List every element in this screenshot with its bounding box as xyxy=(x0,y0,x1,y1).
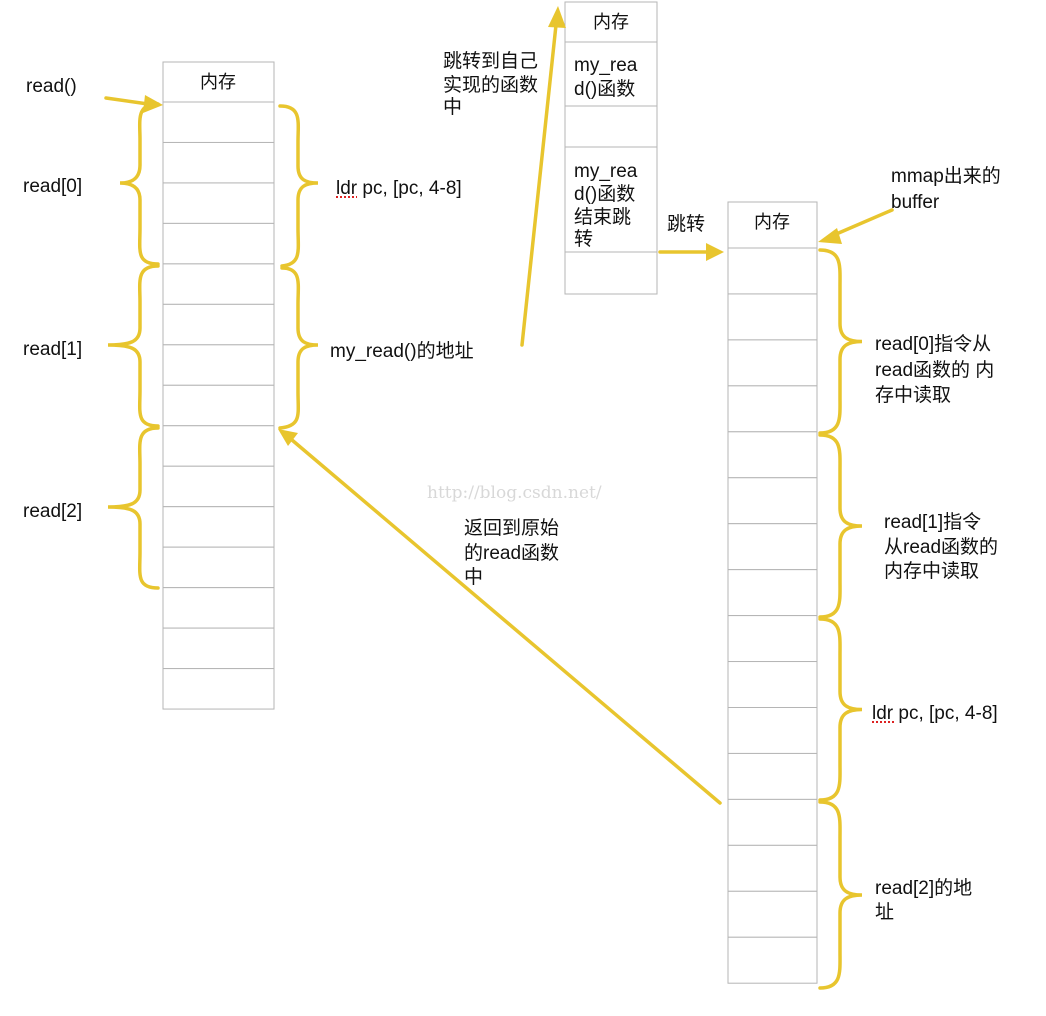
brace-label: read函数的 内 xyxy=(875,359,994,381)
arrow xyxy=(520,23,558,347)
my-read-address-label: my_read()的地址 xyxy=(330,340,474,362)
brace-icon xyxy=(818,800,863,990)
memory-cell xyxy=(564,41,658,107)
left-memory-header-label: 内存 xyxy=(200,72,236,92)
return-label: 的read函数 xyxy=(464,542,559,564)
ldr-instruction-label: ldr pc, [pc, 4-8] xyxy=(336,178,462,199)
memory-cell xyxy=(564,251,658,295)
memory-cell xyxy=(564,146,658,253)
brace-icon xyxy=(278,104,319,268)
memory-cell xyxy=(162,303,275,346)
jump-label: 跳转到自己 xyxy=(443,50,538,72)
cell-text: 转 xyxy=(574,228,593,250)
cell-text: my_rea xyxy=(574,161,638,182)
memory-cell xyxy=(162,344,275,386)
cell-text: d()函数 xyxy=(574,183,635,205)
memory-cell xyxy=(162,384,275,427)
arrowhead-icon xyxy=(706,243,724,261)
memory-cell xyxy=(727,385,818,433)
arrowhead-icon xyxy=(548,6,566,28)
arrowhead-icon xyxy=(278,429,298,446)
memory-cell xyxy=(727,247,818,295)
return-label: 中 xyxy=(464,566,483,588)
brace-icon xyxy=(818,617,863,802)
return-label: 返回到原始 xyxy=(464,517,559,539)
right-memory-column: 内存 xyxy=(727,201,818,984)
middle-memory-column: 内存 my_rea d()函数 my_rea d()函数 结束跳 转 xyxy=(564,1,658,295)
memory-cell xyxy=(162,263,275,305)
memory-cell xyxy=(727,569,818,617)
memory-cell xyxy=(727,890,818,938)
middle-memory-header xyxy=(564,1,658,43)
brace-icon xyxy=(818,433,863,619)
memory-cell xyxy=(727,615,818,663)
memory-cell xyxy=(162,222,275,265)
right-memory-header-label: 内存 xyxy=(754,212,790,232)
memory-cell xyxy=(727,523,818,571)
memory-cell xyxy=(727,661,818,708)
memory-cell xyxy=(162,101,275,143)
left-memory-column: 内存 xyxy=(162,61,275,710)
memory-cell xyxy=(727,798,818,846)
cell-text: d()函数 xyxy=(574,78,635,100)
cell-text: 结束跳 xyxy=(574,206,631,228)
brace-icon xyxy=(278,266,319,430)
read1-label: read[1] xyxy=(23,339,82,360)
cell-text: my_rea xyxy=(574,55,638,76)
memory-cell xyxy=(727,844,818,892)
memory-cell xyxy=(727,477,818,525)
brace-icon xyxy=(107,426,160,590)
read2-label: read[2] xyxy=(23,501,82,522)
brace-label: 址 xyxy=(875,901,894,923)
watermark: http://blog.csdn.net/ xyxy=(427,483,602,503)
jump-to-buffer-label: 跳转 xyxy=(667,213,705,235)
memory-cell xyxy=(727,431,818,479)
memory-cell xyxy=(727,707,818,754)
arrow xyxy=(832,208,894,237)
mmap-label: buffer xyxy=(891,192,940,213)
brace-label: 内存中读取 xyxy=(884,560,979,582)
memory-cell xyxy=(162,627,275,670)
jump-label: 实现的函数 xyxy=(443,74,538,96)
brace-icon xyxy=(107,264,160,428)
memory-cell xyxy=(162,546,275,589)
brace-label: 从read函数的 xyxy=(884,536,998,558)
memory-cell xyxy=(727,339,818,387)
memory-cell xyxy=(162,506,275,548)
left-memory-header xyxy=(162,61,275,103)
memory-cell xyxy=(162,425,275,467)
memory-cell xyxy=(162,587,275,629)
brace-icon xyxy=(119,102,160,266)
ldr-instruction-label: ldr pc, [pc, 4-8] xyxy=(872,703,998,724)
read0-label: read[0] xyxy=(23,176,82,197)
memory-cell xyxy=(564,105,658,148)
middle-memory-header-label: 内存 xyxy=(593,12,629,32)
memory-cell xyxy=(162,182,275,224)
memory-cell xyxy=(727,293,818,341)
memory-cell xyxy=(162,465,275,508)
memory-cell xyxy=(162,668,275,710)
brace-label: read[1]指令 xyxy=(884,511,981,533)
arrow xyxy=(104,96,150,106)
memory-cell xyxy=(727,752,818,800)
jump-label: 中 xyxy=(443,96,462,118)
brace-label: 存中读取 xyxy=(875,384,951,406)
read-call-label: read() xyxy=(26,76,77,97)
arrow xyxy=(290,438,722,805)
arrowhead-icon xyxy=(818,228,842,244)
memory-cell xyxy=(727,936,818,984)
brace-label: read[2]的地 xyxy=(875,877,972,899)
brace-label: read[0]指令从 xyxy=(875,333,991,355)
brace-icon xyxy=(818,248,863,435)
mmap-label: mmap出来的 xyxy=(891,165,1001,187)
memory-cell xyxy=(162,141,275,184)
